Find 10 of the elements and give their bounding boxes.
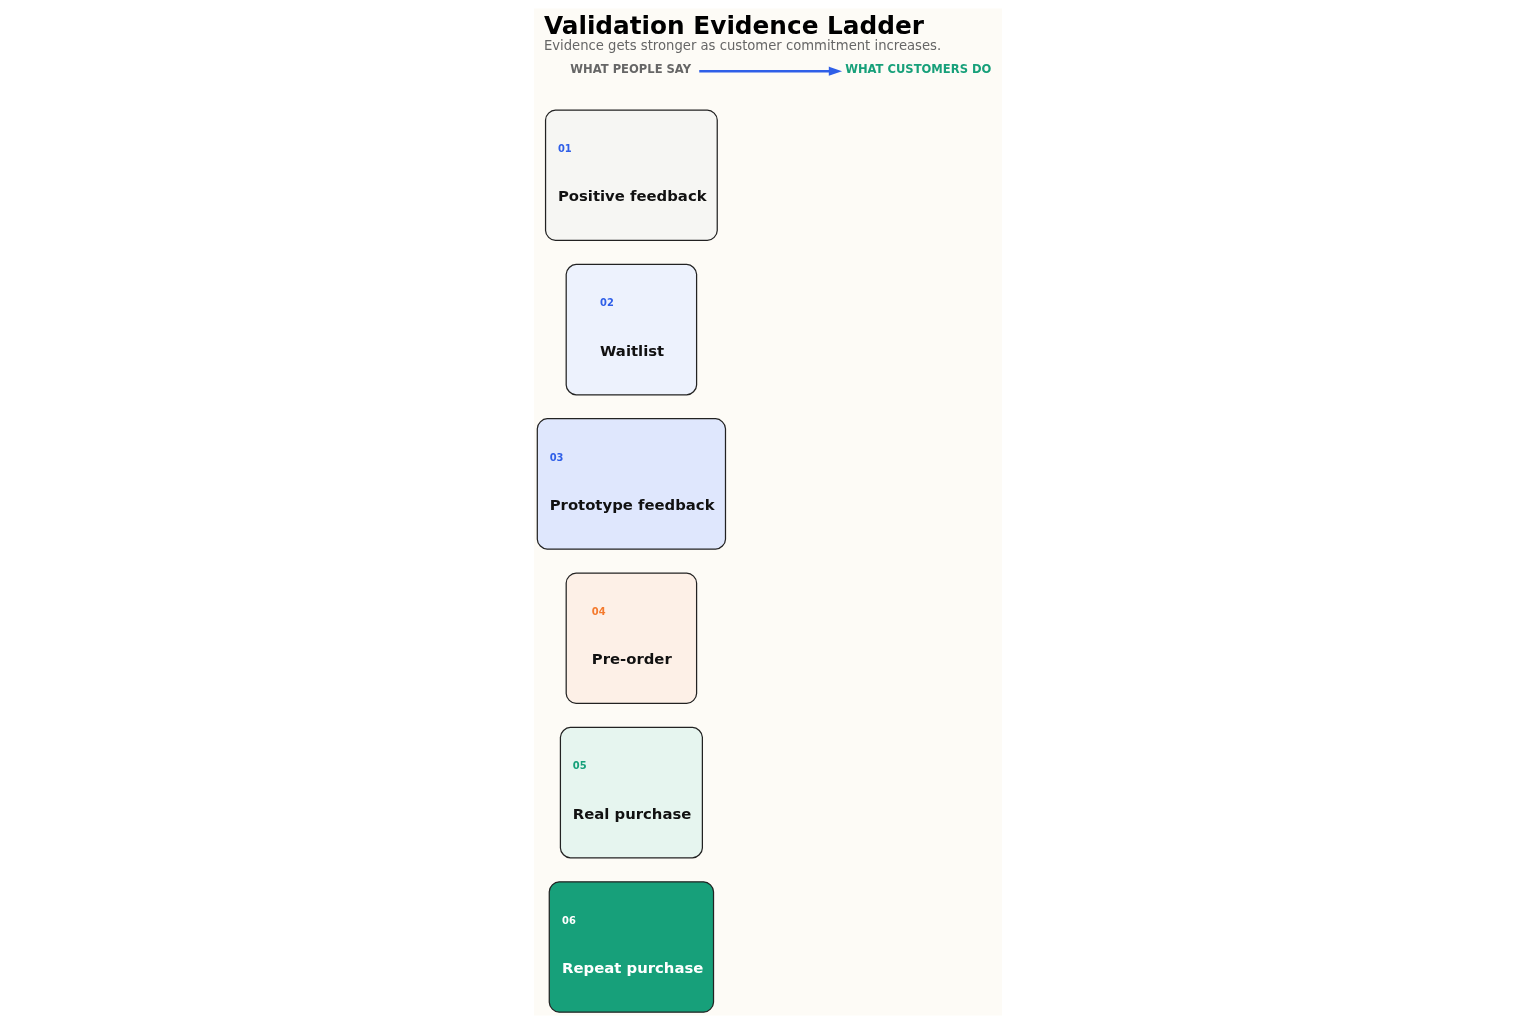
node-box: 02 Waitlist [565,263,698,396]
node-text: WHAT PEOPLE SAY [570,62,692,77]
node-box: 03 Prototype feedback [536,418,727,550]
node-box: 01 Positive feedback [544,109,718,242]
node-box: 06 Repeat purchase [548,881,715,1013]
arrow [699,66,843,76]
caption: Evidence gets stronger as customer commitment increases. [543,37,942,53]
node-box: 05 Real purchase [559,726,703,859]
node-text: WHAT CUSTOMERS DO [845,62,992,77]
node-box: 04 Pre-order [565,572,698,705]
